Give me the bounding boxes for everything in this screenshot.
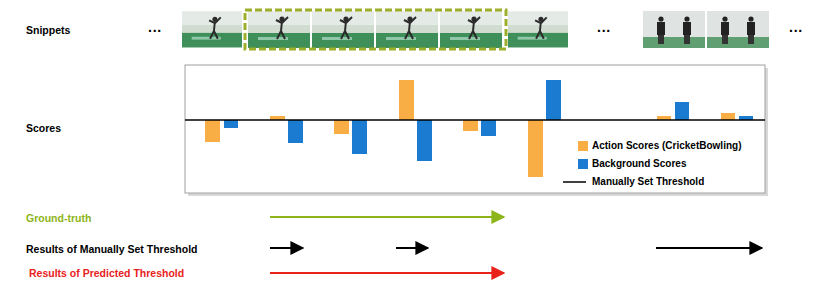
legend-swatch bbox=[578, 141, 588, 151]
score-panel bbox=[185, 65, 765, 193]
row-label: Scores bbox=[26, 123, 61, 134]
video-frame bbox=[312, 11, 374, 48]
manual-result-arrow bbox=[270, 247, 303, 249]
ground-truth-arrow bbox=[270, 216, 504, 218]
ellipsis: ··· bbox=[148, 24, 162, 38]
score-bars bbox=[205, 80, 753, 177]
action-bar bbox=[334, 120, 349, 134]
legend-text: Action Scores (CricketBowling) bbox=[592, 141, 741, 151]
legend-text: Manually Set Threshold bbox=[592, 177, 704, 187]
row-label: Results of Manually Set Threshold bbox=[26, 244, 198, 255]
video-frame bbox=[376, 11, 438, 48]
row-label: Ground-truth bbox=[26, 213, 91, 224]
manual-result-arrow bbox=[656, 247, 762, 249]
background-bar bbox=[352, 120, 367, 154]
ellipsis: ··· bbox=[597, 24, 611, 38]
action-bar bbox=[205, 120, 220, 142]
action-bar bbox=[463, 120, 478, 131]
threshold-line bbox=[185, 119, 765, 120]
legend-swatch bbox=[578, 159, 588, 169]
background-bar bbox=[675, 102, 689, 120]
video-frame bbox=[248, 11, 310, 48]
background-bar bbox=[481, 120, 496, 136]
action-bar bbox=[399, 80, 414, 120]
background-bar bbox=[417, 120, 432, 161]
legend-text: Background Scores bbox=[592, 159, 686, 169]
action-bar bbox=[528, 120, 543, 177]
background-bar bbox=[288, 120, 303, 143]
background-bar bbox=[546, 80, 561, 120]
manual-result-arrow bbox=[396, 247, 428, 249]
ellipsis: ··· bbox=[789, 24, 803, 38]
video-frame bbox=[182, 12, 242, 48]
background-bar bbox=[224, 120, 238, 128]
row-label: Results of Predicted Threshold bbox=[29, 268, 184, 279]
row-label: Snippets bbox=[26, 25, 70, 36]
action-bar bbox=[721, 113, 735, 120]
predicted-result-arrow bbox=[270, 272, 504, 274]
video-frame bbox=[707, 11, 769, 48]
action-bracket bbox=[245, 10, 506, 49]
video-frame bbox=[508, 12, 568, 48]
video-frame bbox=[440, 11, 502, 48]
video-frame bbox=[643, 11, 705, 48]
legend-line-sample bbox=[563, 181, 586, 183]
